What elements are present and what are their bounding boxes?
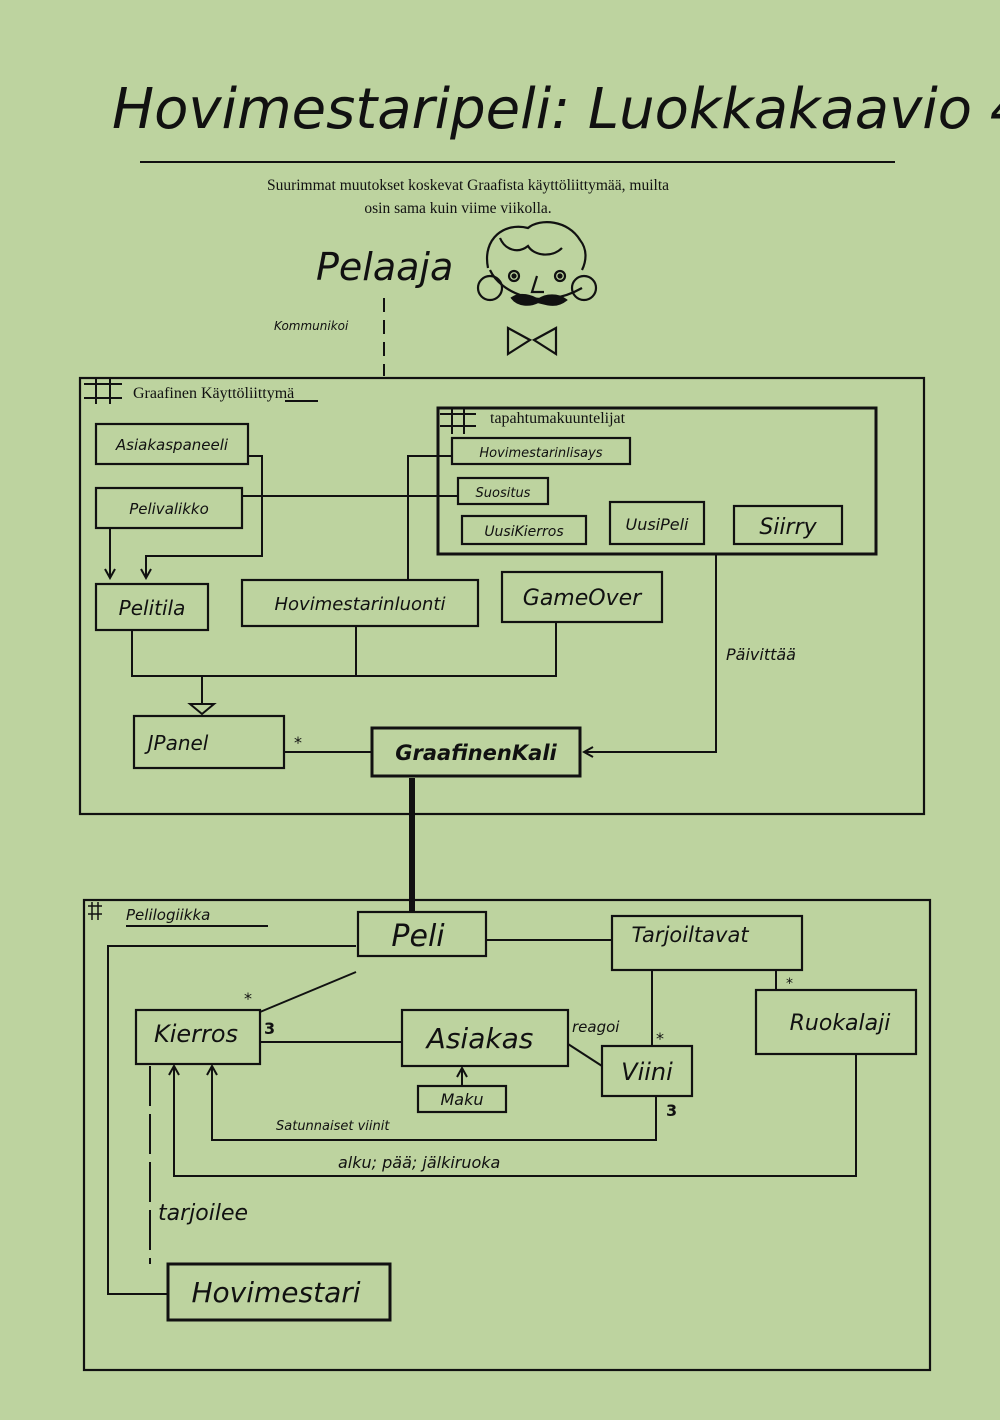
class-ruokalaji: Ruokalaji (754, 988, 918, 1056)
class-suositus: Suositus (456, 476, 550, 506)
edge-label-satunnaiset-viinit: Satunnaiset viinit (276, 1119, 390, 1134)
multiplicity-kierros: 3 (264, 1019, 275, 1038)
class-graafinenkali: GraafinenKali (370, 726, 582, 778)
logic-edges (107, 939, 857, 1295)
multiplicity-viini: 3 (666, 1101, 677, 1120)
gui-edges (110, 455, 717, 752)
edge-label-alku-paa-jalki: alku; pää; jälkiruoka (338, 1153, 500, 1172)
class-uusipeli: UusiPeli (608, 500, 706, 546)
edge-label-paivittaa: Päivittää (726, 645, 796, 664)
package-icon (84, 378, 122, 404)
class-label: UusiKierros (484, 524, 563, 540)
multiplicity-many: * (244, 989, 252, 1008)
class-asiakaspaneeli: Asiakaspaneeli (94, 422, 250, 466)
class-viini: Viini (600, 1044, 694, 1098)
class-hovimestarinluonti: Hovimestarinluonti (240, 578, 480, 628)
class-label: Ruokalaji (790, 1011, 891, 1036)
class-label: Asiakaspaneeli (115, 436, 229, 454)
diagram-title: Hovimestaripeli: Luokkakaavio 4. (112, 77, 1000, 142)
class-label: Hovimestarinlisays (479, 446, 602, 461)
multiplicity-many: * (294, 733, 302, 752)
class-kierros: Kierros (134, 1008, 262, 1066)
edge-label-tarjoilee: tarjoilee (158, 1201, 248, 1226)
class-label: Asiakas (425, 1022, 534, 1055)
package-listeners-label: tapahtumakuuntelijat (490, 410, 626, 427)
class-label: Peli (391, 919, 445, 954)
class-label: Pelivalikko (129, 500, 209, 518)
butler-face-icon (476, 221, 598, 357)
class-hovimestari: Hovimestari (166, 1262, 392, 1322)
class-gameover: GameOver (500, 570, 664, 624)
package-logic (82, 898, 932, 1372)
package-gui (78, 376, 926, 816)
multiplicity-many: * (786, 976, 793, 992)
class-hovimestarinlisays: Hovimestarinlisays (450, 436, 632, 466)
package-logic-label: Pelilogiikka (126, 906, 210, 924)
class-label: UusiPeli (625, 515, 689, 534)
class-label: Hovimestari (191, 1276, 360, 1309)
class-tarjoiltavat: Tarjoiltavat (610, 914, 804, 972)
class-siirry: Siirry (732, 504, 844, 546)
multiplicity-many: * (656, 1029, 664, 1048)
class-label: Viini (621, 1058, 673, 1086)
class-pelivalikko: Pelivalikko (94, 486, 244, 530)
class-peli: Peli (356, 910, 488, 958)
relation-label-kommunikoi: Kommunikoi (274, 319, 349, 333)
class-label: GraafinenKali (395, 741, 557, 765)
class-label: Maku (440, 1090, 483, 1109)
subtitle-line-1: Suurimmat muutokset koskevat Graafista k… (267, 177, 669, 194)
class-label: JPanel (144, 731, 209, 755)
class-jpanel: JPanel (132, 714, 286, 770)
package-icon (88, 902, 102, 920)
class-label: Hovimestarinluonti (275, 594, 446, 615)
class-label: Pelitila (119, 596, 186, 620)
class-label: Kierros (154, 1020, 238, 1048)
class-asiakas: Asiakas (400, 1008, 570, 1068)
actor-label: Pelaaja (316, 245, 453, 289)
class-label: Tarjoiltavat (631, 923, 749, 947)
package-listeners (436, 406, 878, 556)
class-pelitila: Pelitila (94, 582, 210, 632)
class-label: GameOver (523, 586, 643, 611)
package-icon (440, 408, 476, 434)
class-maku: Maku (416, 1084, 508, 1114)
subtitle-line-2: osin sama kuin viime viikolla. (364, 200, 551, 217)
class-uusikierros: UusiKierros (460, 514, 588, 546)
edge-label-reagoi: reagoi (572, 1018, 620, 1036)
class-label: Siirry (759, 515, 817, 540)
class-label: Suositus (476, 486, 531, 501)
package-gui-label: Graafinen Käyttöliittymä (133, 385, 294, 402)
